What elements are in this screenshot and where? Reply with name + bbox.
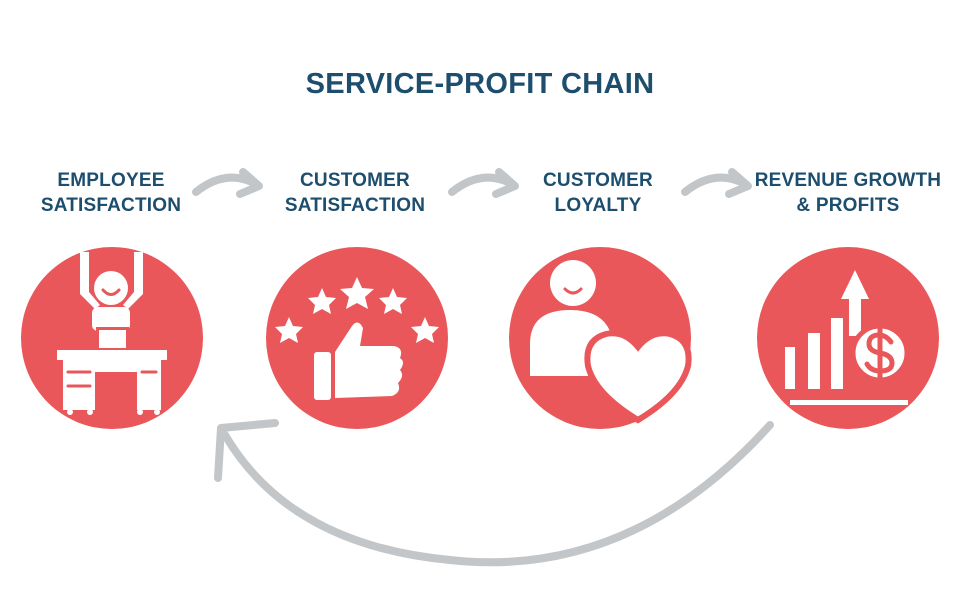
- happy-employee-at-desk-icon: [57, 252, 167, 415]
- stage-label-employee-satisfaction: EMPLOYEE SATISFACTION: [11, 168, 211, 218]
- return-arrow-revenue-to-employee: [214, 419, 774, 567]
- stage-label-line1: REVENUE GROWTH: [754, 170, 942, 191]
- stage-circle-revenue: [757, 247, 939, 429]
- stage-label-line2: SATISFACTION: [40, 195, 182, 216]
- thumbs-up-stars-icon: [275, 277, 439, 400]
- stage-label-revenue-growth: REVENUE GROWTH & PROFITS: [748, 168, 948, 218]
- arrow-customer-to-loyalty: [448, 168, 519, 198]
- arrow-employee-to-customer: [192, 168, 263, 198]
- stage-label-line1: CUSTOMER: [300, 170, 410, 191]
- stage-label-line2: LOYALTY: [554, 195, 642, 216]
- stage-label-customer-loyalty: CUSTOMER LOYALTY: [498, 168, 698, 218]
- arrow-loyalty-to-revenue: [681, 168, 752, 198]
- stage-label-line2: SATISFACTION: [284, 195, 426, 216]
- dollar-sign-glyph: [864, 325, 895, 381]
- person-heart-icon: [530, 260, 692, 424]
- employee-face: [66, 288, 158, 388]
- stage-label-line2: & PROFITS: [796, 195, 900, 216]
- stage-label-line1: CUSTOMER: [543, 170, 653, 191]
- page-title: SERVICE-PROFIT CHAIN: [305, 68, 655, 100]
- person-smile: [563, 287, 583, 295]
- stage-label-customer-satisfaction: CUSTOMER SATISFACTION: [255, 168, 455, 218]
- stage-label-line1: EMPLOYEE: [57, 170, 165, 191]
